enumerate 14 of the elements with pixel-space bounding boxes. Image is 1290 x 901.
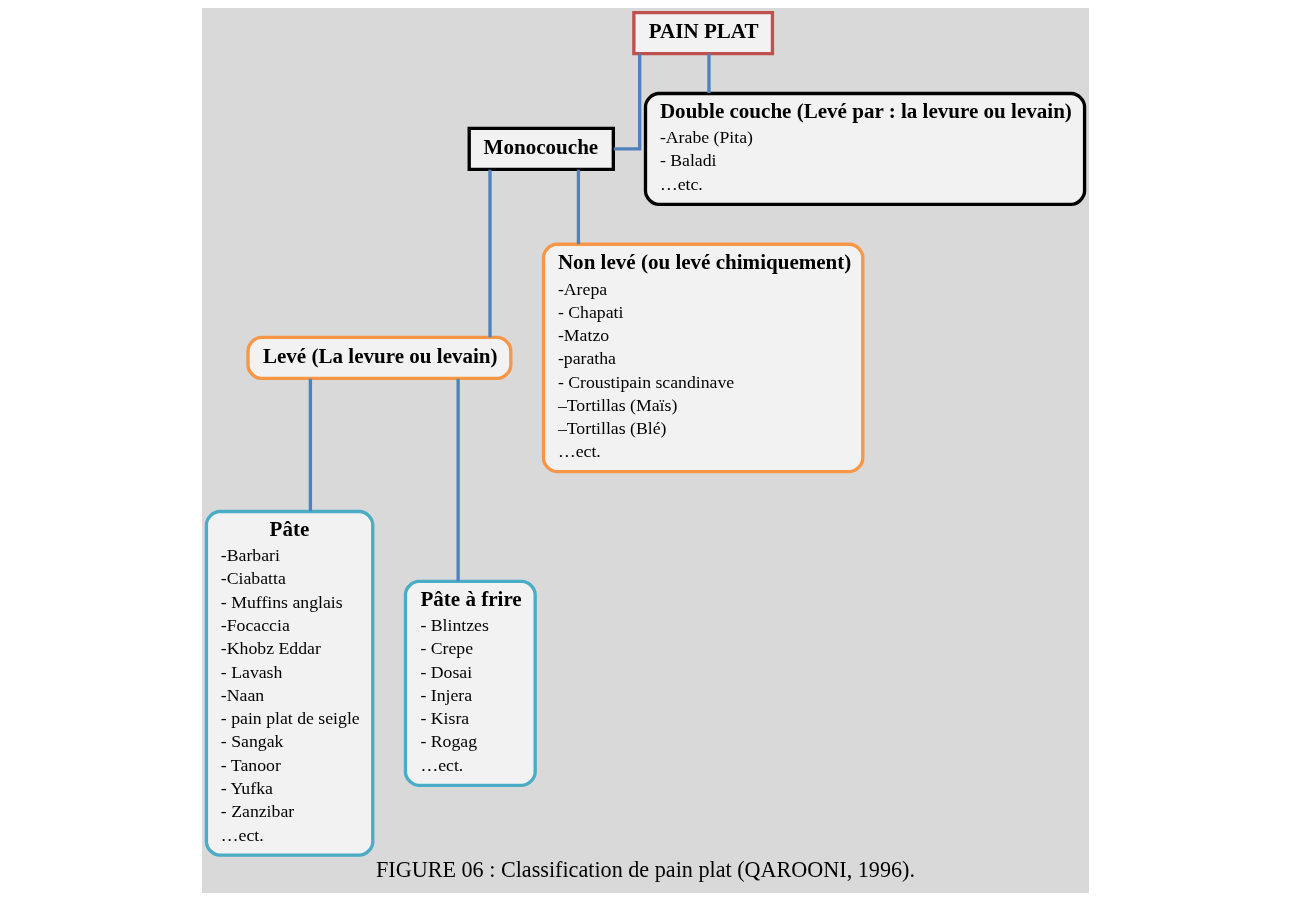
node-box: Monocouche <box>467 126 615 172</box>
caption: FIGURE 06 : Classification de pain plat (QAROONI, 1996). <box>375 857 915 883</box>
connector <box>308 378 312 512</box>
node-box: Pâte à frire - Blintzes - Crepe - Dosai - Injera - Kisra - Rogag …ect. <box>403 579 537 787</box>
connector <box>487 169 492 338</box>
connector <box>576 169 580 245</box>
node-box: Non levé (ou levé chimiquement) -Arepa - Chapati -Matzo -paratha - Croustipain scandinave –Tortillas (Maïs) –Tortillas (Blé) …ect. <box>541 242 864 474</box>
connector <box>613 53 641 151</box>
node-box: PAIN PLAT <box>631 10 774 56</box>
node-box: Pâte -Barbari -Ciabatta - Muffins anglais -Focaccia -Khobz Eddar - Lavash -Naan - pain plat de seigle - Sangak - Tanoor - Yufka - Zanzibar …ect. <box>204 509 374 857</box>
connector <box>455 378 460 582</box>
node-box: Levé (La levure ou levain) <box>245 335 512 381</box>
node-box: Double couche (Levé par : la levure ou levain) -Arabe (Pita) - Baladi …etc. <box>643 91 1086 207</box>
connector <box>706 53 711 94</box>
